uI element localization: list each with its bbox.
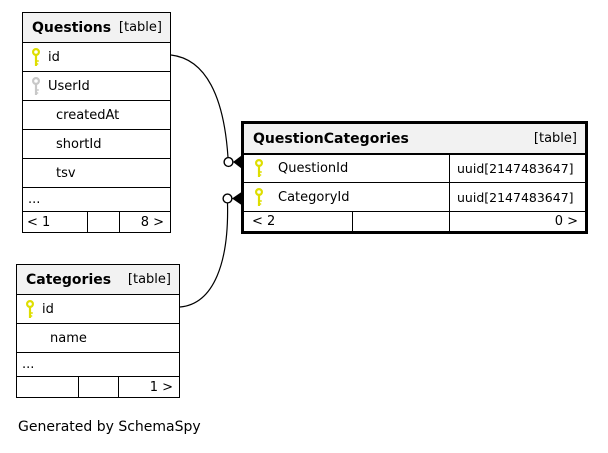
footer-right-cell: 8 >	[119, 212, 170, 232]
column-name: CategoryId	[278, 189, 350, 205]
column-name-cell: CategoryId	[244, 183, 449, 211]
column-type: uuid[2147483647]	[449, 183, 585, 211]
more-columns-row: ...	[17, 352, 179, 376]
column-row-categoryid: CategoryId uuid[2147483647]	[244, 182, 585, 211]
footer-middle-cell	[87, 212, 119, 232]
column-name: UserId	[48, 78, 90, 94]
column-row-createdat: createdAt	[23, 100, 170, 129]
column-name: QuestionId	[278, 161, 349, 176]
column-row-id: id	[17, 294, 179, 323]
key-slot	[23, 47, 48, 67]
column-row-id: id	[23, 42, 170, 71]
primary-key-icon	[32, 47, 40, 66]
table-questioncategories: QuestionCategories [table] QuestionId uu…	[241, 121, 588, 234]
cardinality-circle-icon	[223, 156, 234, 168]
table-categories: Categories [table] id name ... 1 >	[16, 264, 180, 398]
column-name: shortId	[56, 136, 102, 152]
footer-left-cell: < 1	[27, 214, 51, 230]
footer-left-cell: < 2	[252, 214, 276, 229]
table-categories-footer: 1 >	[17, 376, 179, 397]
primary-key-icon	[255, 159, 263, 177]
primary-key-icon	[26, 299, 34, 318]
column-row-tsv: tsv	[23, 158, 170, 187]
generator-note: Generated by SchemaSpy	[18, 419, 201, 435]
column-row-shortid: shortId	[23, 129, 170, 158]
column-row-questionid: QuestionId uuid[2147483647]	[244, 153, 585, 182]
table-questioncategories-header[interactable]: QuestionCategories [table]	[244, 124, 585, 153]
cardinality-circle-icon	[222, 193, 233, 204]
key-slot	[23, 76, 48, 96]
more-columns-row: ...	[23, 187, 170, 211]
key-slot	[254, 187, 270, 207]
table-type-tag: [table]	[118, 20, 162, 35]
footer-right-cell: 1 >	[118, 377, 179, 397]
column-row-userid: UserId	[23, 71, 170, 100]
table-categories-header[interactable]: Categories [table]	[17, 265, 179, 294]
table-name: Questions	[32, 19, 112, 36]
table-name: QuestionCategories	[253, 130, 409, 147]
foreign-key-icon	[32, 76, 40, 95]
table-name: Categories	[26, 271, 112, 288]
table-questions: Questions [table] id	[22, 12, 171, 233]
table-questions-header[interactable]: Questions [table]	[23, 13, 170, 42]
key-slot	[254, 159, 270, 178]
table-type-tag: [table]	[533, 131, 577, 146]
primary-key-icon	[255, 187, 263, 206]
relation-line-categories-questioncategories	[179, 202, 229, 308]
column-row-name: name	[17, 323, 179, 352]
column-name: name	[50, 330, 87, 346]
footer-right-cell: 0 >	[449, 212, 585, 231]
footer-middle-cell	[352, 212, 449, 231]
relation-line-questions-questioncategories	[170, 54, 229, 158]
column-name: id	[48, 49, 60, 65]
column-type: uuid[2147483647]	[449, 155, 585, 182]
table-questioncategories-footer: < 2 0 >	[244, 211, 585, 231]
table-questions-footer: < 1 8 >	[23, 211, 170, 232]
column-name-cell: QuestionId	[244, 155, 449, 182]
key-slot	[17, 299, 42, 319]
table-type-tag: [table]	[127, 272, 171, 287]
footer-middle-cell	[78, 377, 118, 397]
column-name: id	[42, 301, 54, 317]
column-name: createdAt	[56, 107, 120, 123]
column-name: tsv	[56, 165, 76, 181]
footer-left-cell	[17, 377, 78, 397]
